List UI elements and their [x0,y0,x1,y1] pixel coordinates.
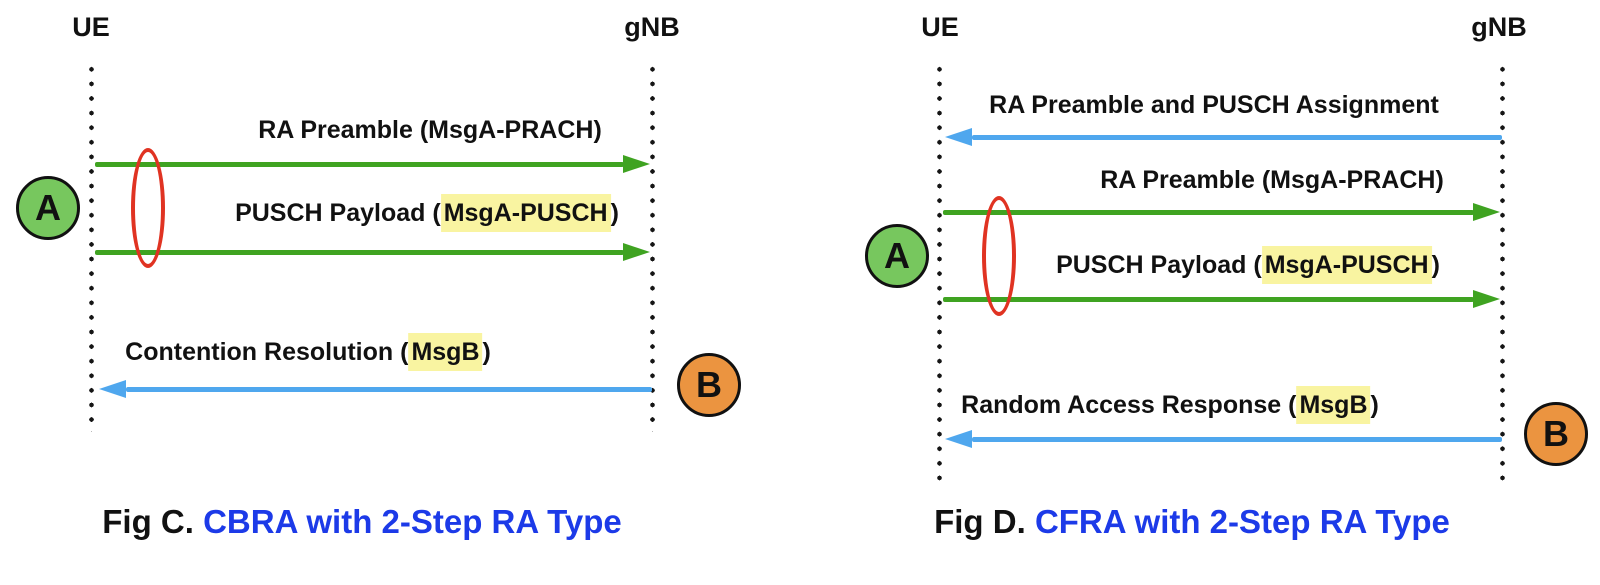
figure-caption: Fig C. CBRA with 2-Step RA Type [102,503,621,541]
caption-prefix: Fig C. [102,503,194,540]
caption-title: CBRA with 2-Step RA Type [203,503,622,540]
arrow-ra-preamble [95,162,624,167]
arrowhead-left-icon [945,128,972,146]
arrow-pusch-payload [95,250,624,255]
highlighted-token: MsgB [1296,386,1371,424]
arrow-ra-preamble-pusch-assignment [972,135,1502,140]
message-text: RA Preamble and PUSCH Assignment [989,91,1439,119]
msga-grouping-ellipse [131,148,165,268]
message-label-random-access-response: Random Access Response (MsgB) [961,386,1379,424]
ue-actor-label: UE [921,12,959,42]
message-text: PUSCH Payload ( [1056,251,1262,279]
step-b-marker: B [677,353,741,417]
message-text: ) [1431,251,1440,279]
message-label-ra-preamble-pusch-assignment: RA Preamble and PUSCH Assignment [989,90,1439,120]
arrow-contention-resolution [126,387,652,392]
arrowhead-right-icon [1473,290,1500,308]
gnb-actor-label: gNB [1471,12,1527,42]
arrowhead-right-icon [1473,203,1500,221]
gnb-lifeline [650,62,655,432]
arrowhead-right-icon [623,243,650,261]
arrowhead-right-icon [623,155,650,173]
gnb-actor-label: gNB [624,12,680,42]
highlighted-token: MsgA-PUSCH [1261,246,1432,284]
arrow-random-access-response [972,437,1502,442]
message-text: Contention Resolution ( [125,338,409,366]
message-label-pusch-payload: PUSCH Payload (MsgA-PUSCH) [1056,246,1440,284]
caption-title: CFRA with 2-Step RA Type [1034,503,1450,540]
message-label-ra-preamble: RA Preamble (MsgA-PRACH) [258,115,602,145]
arrow-ra-preamble [943,210,1474,215]
msga-grouping-ellipse [982,196,1016,316]
message-label-pusch-payload: PUSCH Payload (MsgA-PUSCH) [235,194,619,232]
step-b-marker: B [1524,402,1588,466]
arrowhead-left-icon [945,430,972,448]
ue-actor-label: UE [72,12,110,42]
figure-caption: Fig D. CFRA with 2-Step RA Type [934,503,1450,541]
message-text: PUSCH Payload ( [235,199,441,227]
ue-lifeline [89,62,94,432]
arrow-pusch-payload [943,297,1474,302]
gnb-lifeline [1500,62,1505,482]
caption-prefix: Fig D. [934,503,1026,540]
ue-lifeline [937,62,942,482]
message-label-ra-preamble: RA Preamble (MsgA-PRACH) [1100,165,1444,195]
message-text: Random Access Response ( [961,391,1297,419]
highlighted-token: MsgA-PUSCH [440,194,611,232]
step-a-marker: A [865,224,929,288]
message-text: ) [482,338,491,366]
message-label-contention-resolution: Contention Resolution (MsgB) [125,333,491,371]
highlighted-token: MsgB [408,333,483,371]
message-text: ) [610,199,619,227]
arrowhead-left-icon [99,380,126,398]
message-text: RA Preamble (MsgA-PRACH) [258,116,602,144]
message-text: RA Preamble (MsgA-PRACH) [1100,166,1444,194]
message-text: ) [1370,391,1379,419]
step-a-marker: A [16,176,80,240]
